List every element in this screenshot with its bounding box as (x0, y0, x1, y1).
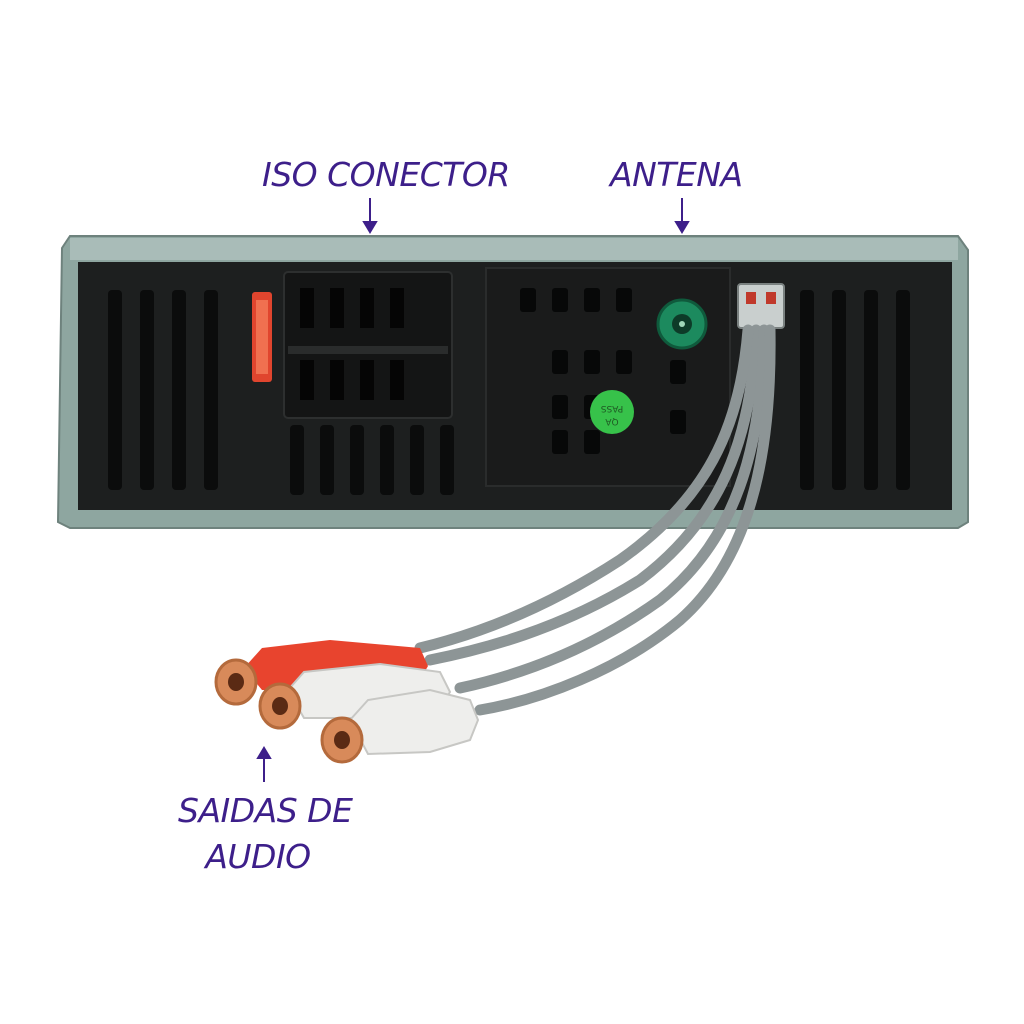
chassis-top-rail (70, 238, 958, 260)
saidas-de-audio-label: SAIDAS DE AUDIO (178, 788, 353, 880)
arrow-down-icon (362, 198, 378, 234)
rca-socket-pin-red-2 (766, 292, 776, 304)
qa-pass-sticker-line2: PASS (600, 403, 623, 413)
iso-connector-block (283, 271, 453, 419)
qa-pass-sticker (590, 390, 634, 434)
rca-cables (414, 324, 776, 716)
saidas-de-audio-line1: SAIDAS DE (178, 791, 353, 830)
arrow-up-icon (256, 746, 272, 782)
qa-pass-sticker-line1: QA (605, 416, 619, 426)
antenna-jack-pin (679, 321, 685, 327)
fuse-highlight (256, 300, 268, 374)
arrow-down-icon (674, 198, 690, 234)
iso-conector-label: ISO CONECTOR (262, 155, 510, 194)
antena-label: ANTENA (610, 155, 743, 194)
saidas-de-audio-line2: AUDIO (205, 837, 311, 876)
iso-connector-divider (288, 346, 448, 354)
vent-slots (108, 290, 910, 495)
rca-cable-socket (737, 283, 785, 329)
rca-socket-pin-red (746, 292, 756, 304)
iso-connector-pins (300, 288, 404, 400)
rca-plug-white-2 (320, 688, 480, 764)
